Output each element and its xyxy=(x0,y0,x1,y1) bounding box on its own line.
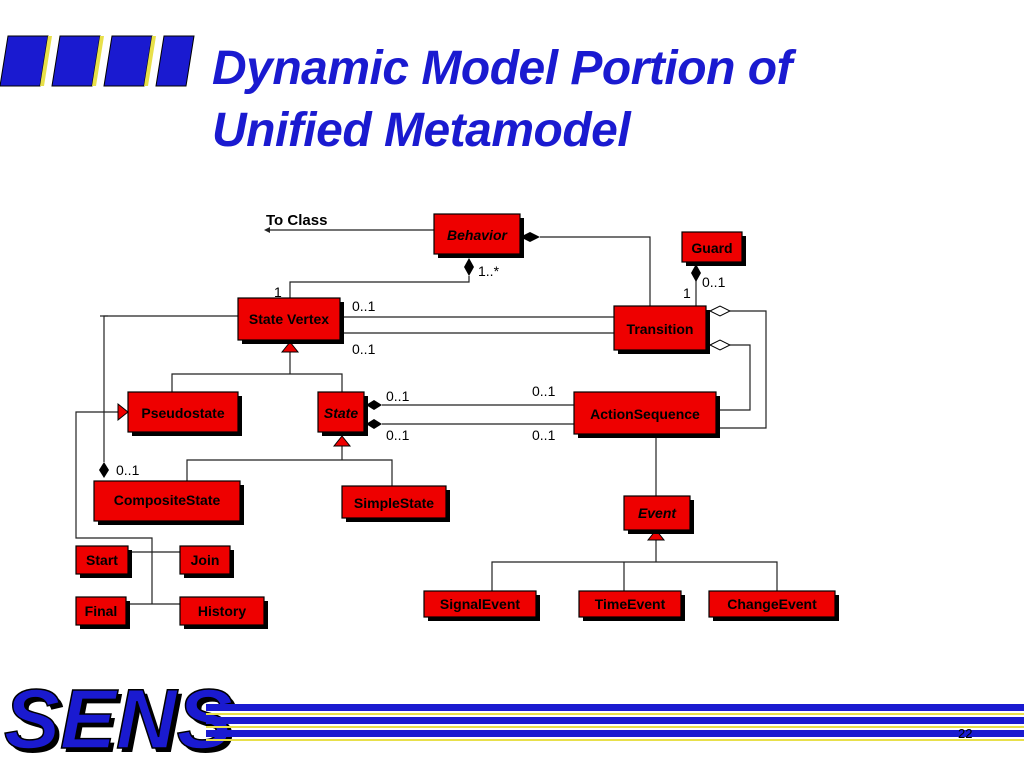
guard-mult-label: 0..1 xyxy=(702,274,726,290)
vertex-in-label: 0..1 xyxy=(352,341,376,357)
logo-shadow: SENS xyxy=(8,676,237,768)
class-join-label: Join xyxy=(191,552,220,568)
class-signal-event-label: SignalEvent xyxy=(440,596,520,612)
connectors xyxy=(75,227,778,605)
pseudostate-generalization-triangle xyxy=(117,402,129,422)
class-guard: Guard xyxy=(681,231,746,266)
class-start: Start xyxy=(75,545,132,578)
class-state-vertex-label: State Vertex xyxy=(249,311,329,327)
state-diamond-2 xyxy=(366,419,382,429)
guard-diamond xyxy=(691,264,701,282)
guard-one-label: 1 xyxy=(683,285,691,301)
class-state: State xyxy=(317,391,368,436)
class-state-label: State xyxy=(324,405,358,421)
footer-stripes xyxy=(206,704,1024,741)
class-start-label: Start xyxy=(86,552,118,568)
association-markers xyxy=(99,232,732,541)
title-line-1: Dynamic Model Portion of xyxy=(212,42,793,95)
class-event-label: Event xyxy=(638,505,677,521)
class-pseudostate: Pseudostate xyxy=(127,391,242,436)
class-simple-state-label: SimpleState xyxy=(354,495,434,511)
multiplicity-labels: To Class 1..* 1 0..1 0..1 0..1 1 0..1 0.… xyxy=(116,212,726,478)
vertex-out-label: 0..1 xyxy=(352,298,376,314)
class-final: Final xyxy=(75,596,130,629)
header-bars-decoration xyxy=(0,35,195,87)
class-join: Join xyxy=(179,545,234,578)
behavior-composition-diamond xyxy=(520,232,540,242)
sens-logo: SENS SENS xyxy=(3,671,237,768)
class-behavior: Behavior xyxy=(433,213,524,258)
state-generalization-triangle xyxy=(332,435,352,447)
class-action-sequence-label: ActionSequence xyxy=(590,406,700,422)
state-vertex-generalization-triangle xyxy=(280,341,300,353)
class-pseudostate-label: Pseudostate xyxy=(141,405,224,421)
transition-aggregation-diamond-1 xyxy=(708,305,732,317)
class-simple-state: SimpleState xyxy=(341,485,450,522)
to-class-label: To Class xyxy=(266,212,327,229)
class-guard-label: Guard xyxy=(691,240,732,256)
logo-text: SENS xyxy=(4,672,233,766)
class-state-vertex: State Vertex xyxy=(237,297,344,344)
class-final-label: Final xyxy=(85,603,118,619)
class-event: Event xyxy=(623,495,694,534)
class-time-event: TimeEvent xyxy=(578,590,685,621)
behavior-mult-label: 1..* xyxy=(478,263,500,279)
behavior-mult-diamond xyxy=(464,258,474,276)
class-change-event-label: ChangeEvent xyxy=(727,596,817,612)
composite-diamond xyxy=(99,462,109,478)
state-diamond-1 xyxy=(366,400,382,410)
class-history: History xyxy=(179,596,268,629)
act-state-mult-1: 0..1 xyxy=(532,383,556,399)
page-number: 22 xyxy=(958,726,972,741)
class-composite-state: CompositeState xyxy=(93,480,244,525)
title-line-2: Unified Metamodel xyxy=(212,104,631,157)
page-title: Dynamic Model Portion of Unified Metamod… xyxy=(212,38,1012,162)
class-time-event-label: TimeEvent xyxy=(595,596,666,612)
act-state-mult-2: 0..1 xyxy=(532,427,556,443)
state-act-mult-2: 0..1 xyxy=(386,427,410,443)
class-action-sequence: ActionSequence xyxy=(573,391,720,438)
transition-aggregation-diamond-2 xyxy=(708,339,732,351)
class-change-event: ChangeEvent xyxy=(708,590,839,621)
composite-mult-label: 0..1 xyxy=(116,462,140,478)
class-history-label: History xyxy=(198,603,246,619)
class-behavior-label: Behavior xyxy=(447,227,508,243)
class-composite-state-label: CompositeState xyxy=(114,492,221,508)
class-transition: Transition xyxy=(613,305,710,354)
state-act-mult-1: 0..1 xyxy=(386,388,410,404)
class-signal-event: SignalEvent xyxy=(423,590,540,621)
class-transition-label: Transition xyxy=(627,321,694,337)
vertex-one-label: 1 xyxy=(274,284,282,300)
event-generalization-triangle xyxy=(646,529,666,541)
